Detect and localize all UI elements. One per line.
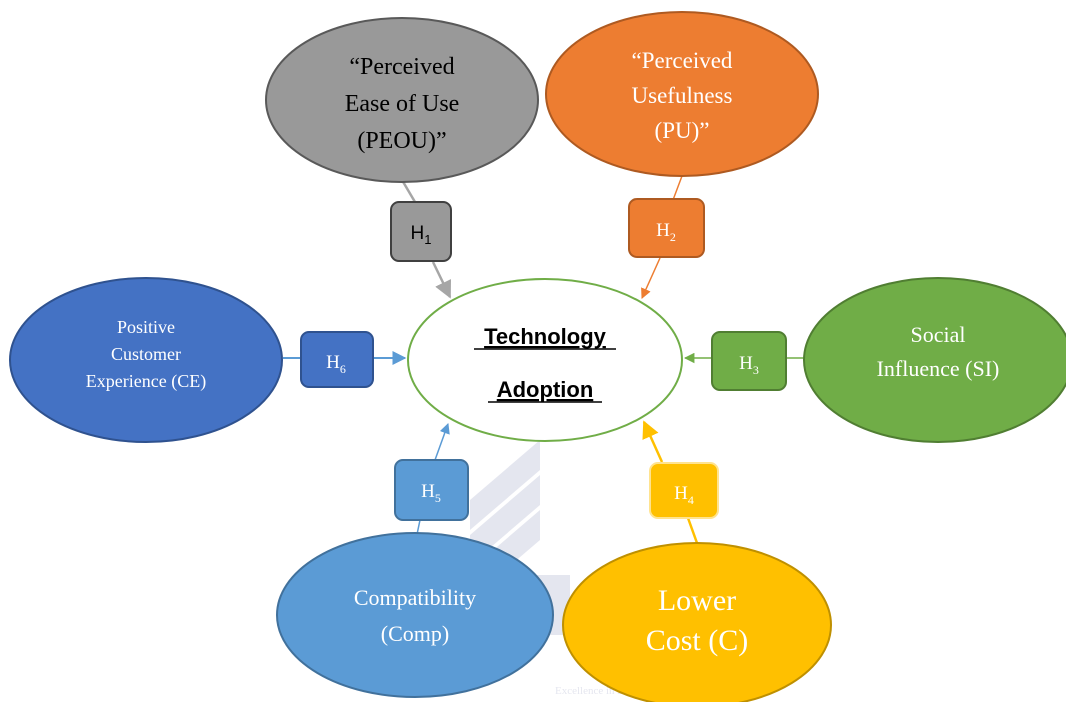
h1-letter: H — [411, 223, 425, 244]
h5-subscript: 5 — [435, 491, 441, 505]
pu-line-2: Usefulness — [632, 83, 733, 108]
h2-subscript: 2 — [670, 230, 676, 244]
comp-line-1: Compatibility — [354, 585, 476, 610]
connector-peou — [400, 179, 417, 203]
svg-text:H1: H1 — [411, 223, 432, 247]
si-line-1: Social — [911, 322, 966, 347]
h4-letter: H — [674, 483, 688, 504]
hypothesis-h6: H6 — [300, 331, 374, 388]
node-perceived-ease-of-use: “Perceived Ease of Use (PEOU)” — [265, 17, 539, 183]
h2-letter: H — [656, 220, 670, 241]
node-positive-customer-experience: Positive Customer Experience (CE) — [9, 277, 283, 443]
peou-line-3: (PEOU)” — [357, 128, 446, 154]
center-line-1: Technology — [484, 324, 607, 349]
hypothesis-h1: H1 — [390, 201, 452, 262]
arrow-h4 — [642, 420, 664, 463]
cost-line-1: Lower — [658, 584, 736, 617]
hypothesis-h5: H5 — [394, 459, 469, 521]
pu-line-3: (PU)” — [655, 118, 710, 143]
node-compatibility: Compatibility (Comp) — [276, 532, 554, 698]
connector-pu — [672, 175, 683, 201]
svg-text:H6: H6 — [326, 352, 346, 376]
h3-letter: H — [739, 353, 753, 374]
node-technology-adoption: Technology Adoption — [407, 278, 683, 442]
hypothesis-h4: H4 — [649, 462, 719, 519]
ce-line-2: Customer — [111, 344, 181, 364]
node-perceived-usefulness: “Perceived Usefulness (PU)” — [545, 11, 819, 177]
arrow-h1 — [431, 261, 452, 299]
cost-line-2: Cost (C) — [646, 624, 749, 657]
center-line-2: Adoption — [497, 377, 594, 402]
node-social-influence: Social Influence (SI) — [803, 277, 1066, 443]
h1-subscript: 1 — [424, 232, 431, 247]
h6-subscript: 6 — [340, 362, 346, 376]
arrow-h5 — [434, 423, 450, 461]
peou-line-2: Ease of Use — [345, 91, 460, 117]
hypothesis-h2: H2 — [628, 198, 705, 258]
h3-subscript: 3 — [753, 363, 759, 377]
arrow-h2 — [641, 257, 661, 299]
peou-line-1: “Perceived — [349, 54, 454, 80]
svg-text:H5: H5 — [421, 481, 441, 505]
si-line-2: Influence (SI) — [877, 356, 1000, 381]
hypothesis-h3: H3 — [711, 331, 787, 391]
connector-cost — [686, 517, 699, 544]
node-lower-cost: Lower Cost (C) — [562, 542, 832, 702]
svg-text:H2: H2 — [656, 220, 676, 244]
pu-line-1: “Perceived — [632, 48, 733, 73]
h5-letter: H — [421, 481, 435, 502]
ce-line-3: Experience (CE) — [86, 371, 206, 392]
h6-letter: H — [326, 352, 340, 373]
svg-text:H3: H3 — [739, 353, 759, 377]
ce-line-1: Positive — [117, 317, 175, 337]
svg-text:H4: H4 — [674, 483, 694, 507]
h4-subscript: 4 — [688, 493, 694, 507]
comp-line-2: (Comp) — [381, 621, 449, 646]
connectors — [283, 175, 805, 545]
